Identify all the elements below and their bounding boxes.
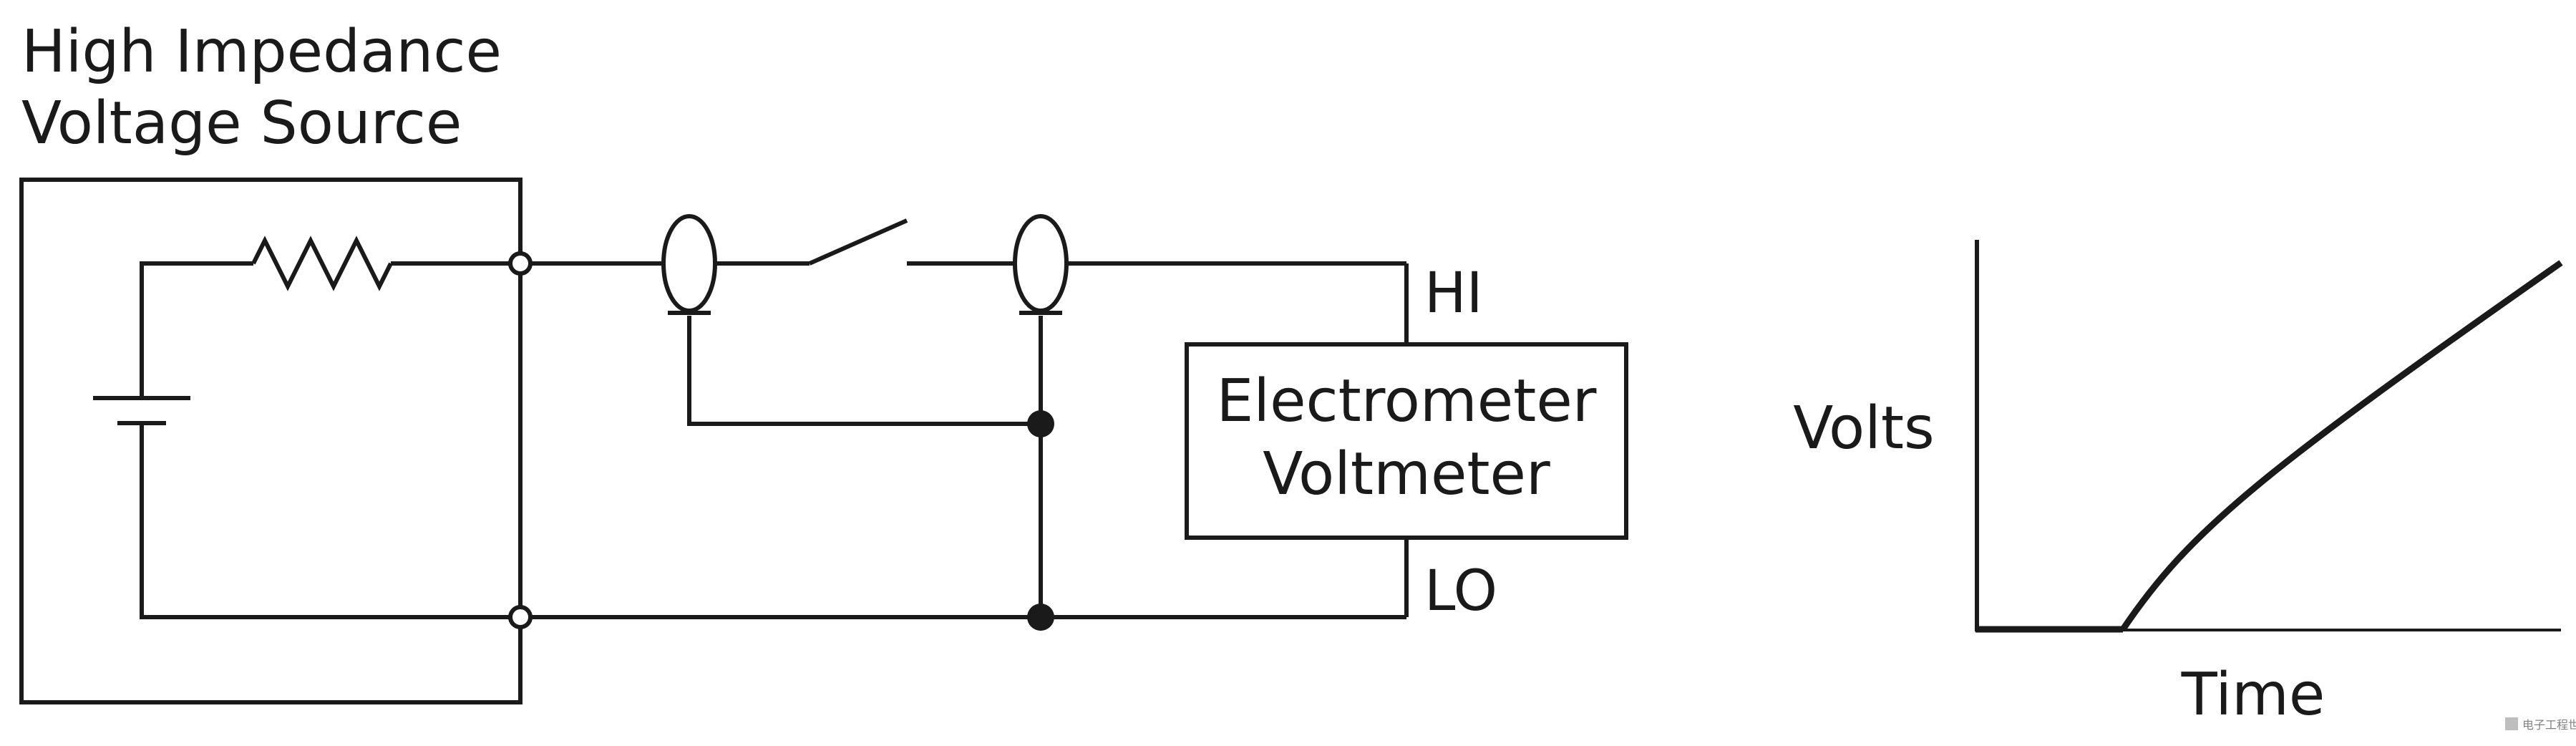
electrometer-box xyxy=(1185,342,1628,540)
shield-symbol-right xyxy=(1013,214,1069,315)
graph-rising-curve xyxy=(2120,260,2563,631)
switch-blade xyxy=(808,218,908,266)
source-title-line1: High Impedance xyxy=(21,18,502,86)
electrometer-label-line2: Voltmeter xyxy=(1263,440,1550,508)
terminal-hi-open xyxy=(508,251,533,276)
electrometer-label-line1: Electrometer xyxy=(1217,367,1597,435)
terminal-lo-open xyxy=(508,605,533,629)
source-enclosure xyxy=(19,178,523,704)
shield-symbol-left xyxy=(661,214,717,315)
source-resistor xyxy=(251,236,393,291)
source-title-line2: Voltage Source xyxy=(21,89,462,158)
junction-dot-guard xyxy=(1027,410,1054,437)
internal-wire-bottom xyxy=(140,423,510,619)
watermark-logo: 电子工程世界 xyxy=(2505,717,2576,732)
lo-terminal-label: LO xyxy=(1424,559,1497,624)
graph-ylabel: Volts xyxy=(1793,394,1935,462)
guard-wire xyxy=(687,316,1041,426)
watermark-text: 电子工程世界 xyxy=(2522,718,2576,732)
internal-wire-top xyxy=(140,261,253,398)
battery-symbol xyxy=(93,396,190,425)
hi-terminal-label: HI xyxy=(1424,261,1483,326)
junction-dot-lo xyxy=(1027,604,1054,631)
graph-xlabel: Time xyxy=(2181,661,2325,729)
